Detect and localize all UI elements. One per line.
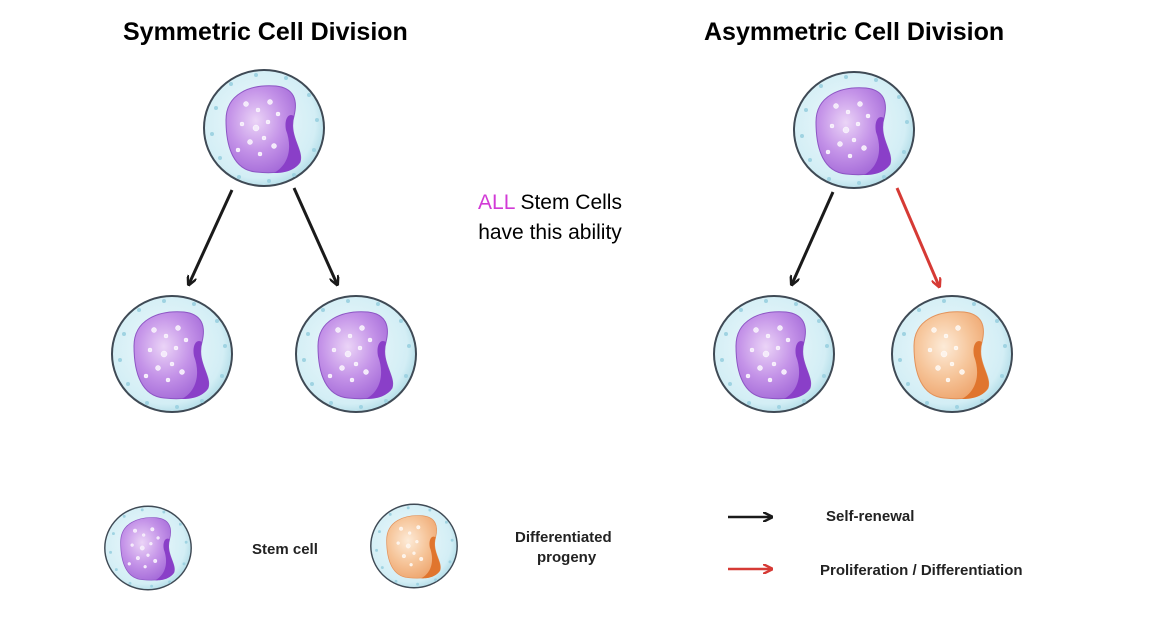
legend-stem-cell-icon — [104, 505, 192, 591]
legend-stem-cell-label: Stem cell — [252, 541, 318, 558]
legend-symbols — [104, 503, 771, 591]
legend-differentiated-label: Differentiated progeny — [515, 528, 612, 568]
asymmetric-title: Asymmetric Cell Division — [704, 18, 1005, 46]
center-note: ALL Stem Cells have this ability — [450, 188, 650, 248]
legend-proliferation-label: Proliferation / Differentiation — [820, 562, 1023, 579]
differentiation-arrow — [895, 187, 939, 286]
stem-cell-parent-asymmetric — [793, 71, 915, 189]
self-renewal-arrow — [292, 187, 337, 284]
differentiated-cell-daughter — [891, 295, 1013, 413]
legend-differentiated-cell-icon — [370, 503, 458, 589]
legend-self-renewal-label: Self-renewal — [826, 508, 915, 525]
self-renewal-arrow — [792, 191, 835, 284]
stem-cell-daughter — [713, 295, 835, 413]
legend-differentiated-line2: progeny — [537, 549, 597, 566]
symmetric-division — [111, 69, 417, 413]
center-note-line2: have this ability — [478, 221, 622, 244]
center-note-line1-rest: Stem Cells — [514, 191, 622, 214]
symmetric-title: Symmetric Cell Division — [123, 18, 408, 46]
highlight-all: ALL — [478, 191, 515, 214]
legend-differentiated-line1: Differentiated — [515, 529, 612, 546]
asymmetric-division — [713, 71, 1013, 413]
center-note-line1: ALL Stem Cells — [450, 188, 650, 218]
stem-cell-parent-symmetric — [203, 69, 325, 187]
self-renewal-arrow — [189, 189, 234, 284]
stem-cell-daughter — [111, 295, 233, 413]
stem-cell-daughter — [295, 295, 417, 413]
